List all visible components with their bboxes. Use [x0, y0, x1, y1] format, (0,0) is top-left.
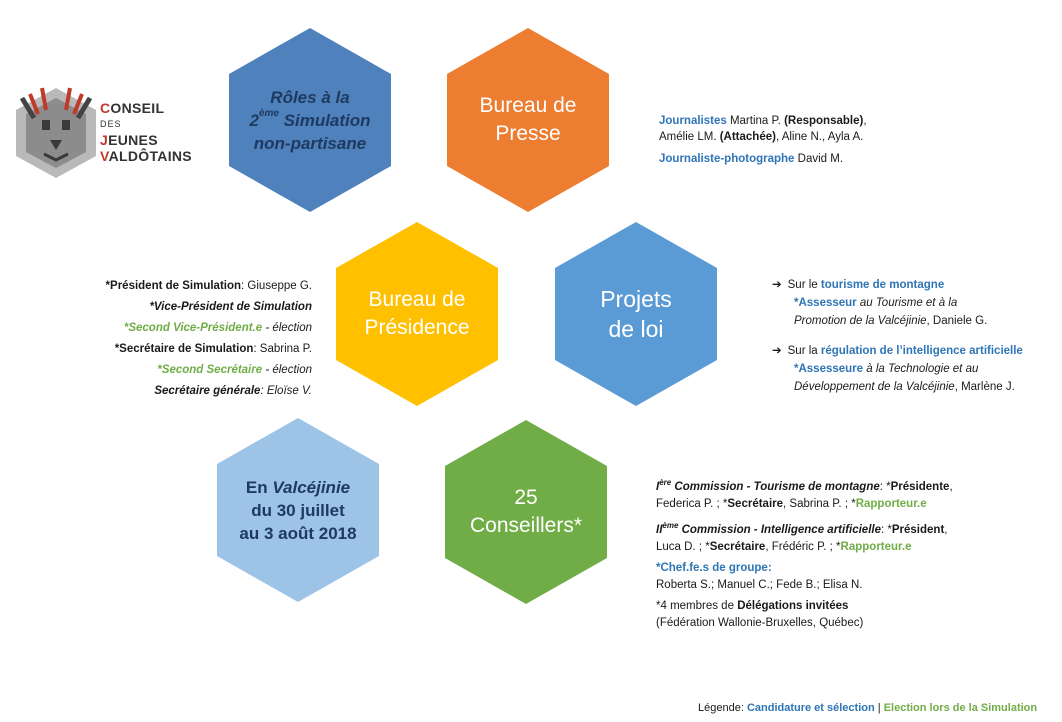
presse-info: Journalistes Martina P. (Responsable), A…	[659, 115, 867, 165]
presidence-info: *Président de Simulation: Giuseppe G. *V…	[105, 280, 312, 397]
hex-presidence	[336, 222, 498, 406]
projets-info: ➔Sur le tourisme de montagne *Assesseur …	[772, 279, 1023, 393]
hex-roles	[229, 28, 391, 212]
conseillers-info: Ière Commission - Tourisme de montagne: …	[656, 478, 953, 629]
logo-wordmark: CONSEIL DES JEUNES VALDÔTAINS	[100, 100, 192, 164]
lion-logo-icon	[16, 87, 96, 178]
hex-conseillers	[445, 420, 607, 604]
legend-green-item: Election lors de la Simulation	[883, 702, 1038, 714]
legend-blue-item: Candidature et sélection	[746, 702, 875, 714]
hex-projets	[555, 222, 717, 406]
hex-presse	[447, 28, 609, 212]
legend: Légende: Candidature et sélection | Elec…	[698, 702, 1038, 714]
hex-valcejinie	[217, 418, 379, 602]
